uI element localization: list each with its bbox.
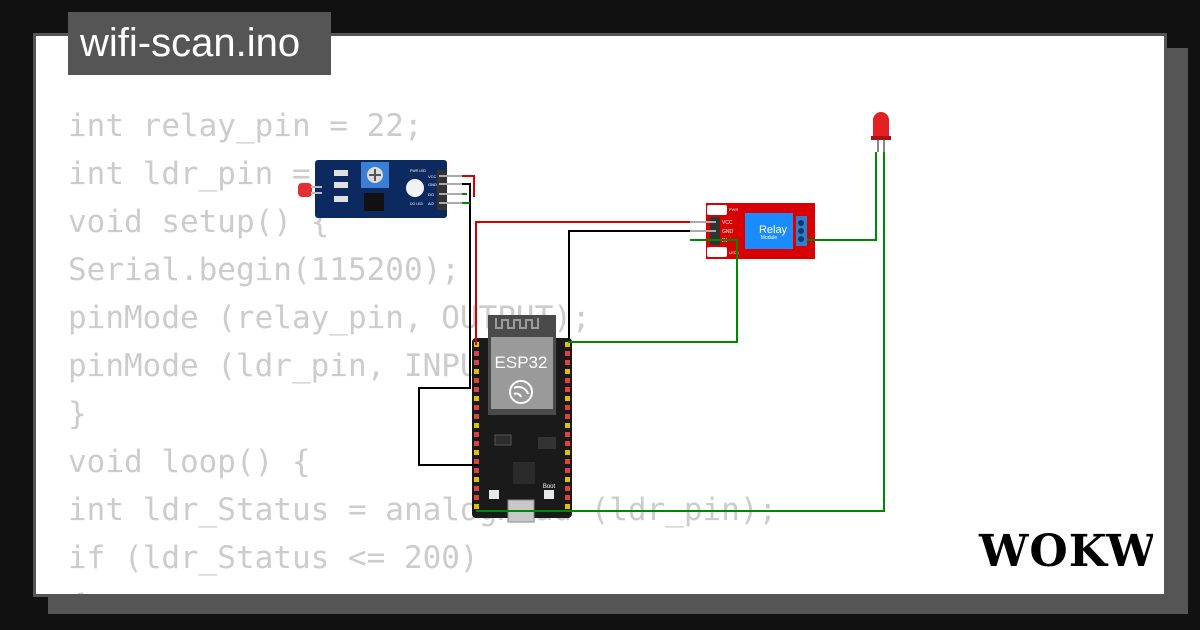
header-pin[interactable] — [474, 351, 479, 356]
relay-pin-gnd: GND — [722, 229, 734, 235]
header-pin[interactable] — [565, 342, 570, 347]
header-pin[interactable] — [474, 468, 479, 473]
header-pin[interactable] — [565, 504, 570, 509]
header-pin[interactable] — [474, 387, 479, 392]
esp32-right-pins — [565, 342, 570, 509]
wire-led-gnd[interactable] — [476, 152, 885, 512]
module-led-icon — [406, 179, 424, 197]
wire-ldr-gnd[interactable] — [418, 183, 478, 466]
relay-label: Relay — [759, 224, 788, 236]
header-pin[interactable] — [474, 423, 479, 428]
header-pin[interactable] — [565, 405, 570, 410]
relay-sub-label: Module — [761, 235, 778, 241]
comparator-chip — [364, 193, 384, 211]
usb-chip — [513, 462, 535, 484]
header-pin[interactable] — [565, 468, 570, 473]
en-button[interactable] — [489, 490, 499, 499]
header-pin[interactable] — [565, 360, 570, 365]
code-line: Serial.begin(115200); — [68, 252, 460, 288]
wire-relay-led[interactable] — [807, 152, 877, 241]
esp32-board[interactable]: ESP32 Boot — [472, 315, 572, 523]
relay-led-label: LED1 — [729, 250, 740, 255]
code-line: int relay_pin = 22; — [68, 108, 423, 144]
ldr-module[interactable]: VCC GND DO AO PWR LED DO LED — [298, 160, 462, 218]
wire-ldr-vcc[interactable] — [462, 175, 475, 197]
header-pin[interactable] — [474, 441, 479, 446]
wire-relay-vcc[interactable] — [475, 221, 690, 345]
ldr-pin-do: DO — [428, 192, 434, 197]
ldr-pin-vcc: VCC — [428, 174, 437, 179]
esp32-component — [538, 437, 556, 449]
header-pin[interactable] — [474, 369, 479, 374]
header-pin[interactable] — [565, 486, 570, 491]
header-pin[interactable] — [474, 486, 479, 491]
wokwi-logo: WOKWi — [978, 526, 1153, 577]
relay-pin-vcc: VCC — [722, 220, 733, 226]
ldr-pin-gnd: GND — [428, 182, 437, 187]
header-pin[interactable] — [565, 477, 570, 482]
header-pin[interactable] — [474, 459, 479, 464]
header-pin[interactable] — [565, 495, 570, 500]
regulator-chip — [494, 434, 512, 446]
wire-relay-gnd[interactable] — [568, 230, 690, 340]
header-pin[interactable] — [474, 495, 479, 500]
esp32-shield — [491, 337, 553, 409]
header-pin[interactable] — [474, 450, 479, 455]
title-bar: wifi-scan.ino — [68, 12, 331, 75]
espressif-logo-icon — [509, 380, 533, 404]
code-line: void loop() { — [68, 444, 311, 480]
header-pin[interactable] — [565, 441, 570, 446]
antenna-trace — [495, 318, 539, 329]
header-pin[interactable] — [565, 432, 570, 437]
header-pin[interactable] — [474, 432, 479, 437]
code-line: if (ldr_Status <= 200) — [68, 540, 479, 576]
wires — [418, 152, 885, 512]
header-pin[interactable] — [474, 360, 479, 365]
header-pin[interactable] — [474, 414, 479, 419]
ldr-do-led-label: DO LED — [410, 202, 424, 206]
code-line: { — [68, 582, 777, 594]
boot-label: Boot — [543, 484, 556, 490]
preview-card: int relay_pin = 22;int ldr_pin = 34;void… — [33, 33, 1167, 597]
header-pin[interactable] — [474, 477, 479, 482]
red-led[interactable] — [871, 112, 891, 152]
relay-pwr-label: PWR — [729, 207, 738, 212]
header-pin[interactable] — [565, 378, 570, 383]
wire-relay-in[interactable] — [568, 239, 738, 343]
header-pin[interactable] — [565, 414, 570, 419]
header-pin[interactable] — [565, 450, 570, 455]
header-pin[interactable] — [474, 396, 479, 401]
wokwi-logo-text: WOKWi — [978, 526, 1153, 577]
led-body — [873, 112, 889, 140]
esp32-label: ESP32 — [495, 353, 548, 372]
ldr-pwr-led-label: PWR LED — [410, 169, 426, 173]
relay-module[interactable]: VCC GND IN PWR LED1 Relay Module — [690, 203, 815, 259]
ldr-sensor — [298, 183, 312, 197]
header-pin[interactable] — [474, 504, 479, 509]
header-pin[interactable] — [565, 459, 570, 464]
header-pin[interactable] — [474, 378, 479, 383]
header-pin[interactable] — [565, 423, 570, 428]
header-pin[interactable] — [565, 396, 570, 401]
header-pin[interactable] — [565, 387, 570, 392]
code-line: } — [68, 396, 87, 432]
project-title: wifi-scan.ino — [80, 21, 301, 65]
header-pin[interactable] — [474, 405, 479, 410]
relay-component — [745, 213, 793, 249]
header-pin[interactable] — [565, 351, 570, 356]
boot-button[interactable] — [544, 490, 554, 499]
header-pin[interactable] — [565, 369, 570, 374]
ldr-pin-ao: AO — [428, 201, 434, 206]
code-line: void setup() { — [68, 204, 330, 240]
